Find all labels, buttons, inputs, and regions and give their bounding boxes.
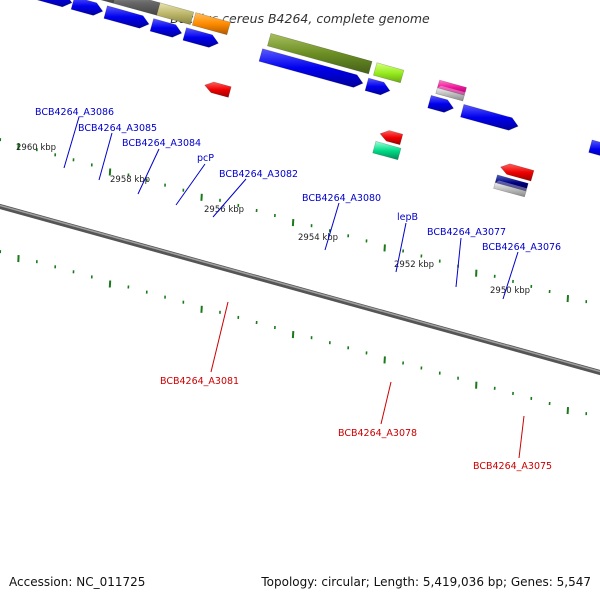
cds-arrow-forward <box>149 18 183 38</box>
label-leader <box>210 301 229 373</box>
cds-arrow-forward <box>36 0 73 8</box>
gene-bar-highlight <box>439 78 471 88</box>
gene-label[interactable]: BCB4264_A3075 <box>473 461 552 472</box>
label-leader <box>212 178 247 218</box>
gene-label[interactable]: BCB4264_A3076 <box>482 242 561 253</box>
cds-arrow-reverse <box>500 163 535 182</box>
label-leader <box>380 381 392 425</box>
gene-bar <box>372 140 402 161</box>
genome-backbone <box>0 203 600 376</box>
label-leader <box>175 163 206 206</box>
cds-arrow-forward <box>103 5 150 29</box>
label-leader <box>455 237 462 288</box>
gene-bar <box>156 2 195 25</box>
gene-bar-highlight <box>495 180 530 192</box>
gene-label[interactable]: BCB4264_A3078 <box>338 428 417 439</box>
label-leader <box>63 116 80 169</box>
label-leader <box>502 251 519 300</box>
scale-label: 2952 kbp <box>394 260 434 270</box>
gene-bar <box>373 62 405 84</box>
cds-arrow-forward <box>258 48 364 88</box>
top-gene-labels: BCB4264_A3086 BCB4264_A3085 BCB4264_A308… <box>35 107 561 300</box>
scale-label: 2950 kbp <box>490 286 530 296</box>
backbone-highlight <box>0 204 600 373</box>
gene-bar <box>493 182 527 198</box>
map-title: Bacillus cereus B4264, complete genome <box>170 11 430 26</box>
gene-label[interactable]: lepB <box>397 212 418 223</box>
gene-label[interactable]: BCB4264_A3077 <box>427 227 506 238</box>
cds-arrow-forward <box>588 139 600 156</box>
label-leader <box>98 132 113 181</box>
gene-bar-highlight <box>160 0 198 13</box>
gene-bar-highlight <box>497 172 532 184</box>
scale-label: 2958 kbp <box>110 175 150 185</box>
cds-arrow-reverse <box>379 130 404 146</box>
gene-label[interactable]: BCB4264_A3082 <box>219 169 298 180</box>
gene-bar <box>435 87 465 102</box>
cds-arrow-reverse <box>204 81 232 98</box>
gene-bar-highlight <box>375 139 405 149</box>
scale-label: 2954 kbp <box>298 233 338 243</box>
gene-label[interactable]: BCB4264_A3081 <box>160 376 239 387</box>
cds-arrow-forward <box>364 77 391 96</box>
gene-bar-highlight <box>376 60 408 71</box>
gene-label[interactable]: BCB4264_A3080 <box>302 193 381 204</box>
cds-arrow-forward <box>460 104 519 131</box>
gene-bar-highlight <box>270 31 376 62</box>
gene-label[interactable]: BCB4264_A3085 <box>78 123 157 134</box>
cds-arrow-forward <box>182 27 219 48</box>
gene-label[interactable]: pcP <box>197 153 214 164</box>
bottom-gene-labels: BCB4264_A3081 BCB4264_A3078 BCB4264_A307… <box>160 301 552 472</box>
label-leader <box>324 202 340 251</box>
scale-ticks <box>0 138 588 416</box>
label-leader <box>395 222 407 273</box>
gene-label[interactable]: BCB4264_A3084 <box>122 138 201 149</box>
gene-bar-highlight <box>149 0 164 3</box>
scale-label: 2960 kbp <box>16 143 56 153</box>
label-leader <box>518 415 525 459</box>
gene-label[interactable]: BCB4264_A3086 <box>35 107 114 118</box>
scale-label: 2956 kbp <box>204 205 244 215</box>
cds-arrow-forward <box>70 0 104 16</box>
gene-bar <box>267 33 373 75</box>
cds-arrow-forward <box>427 95 454 113</box>
gene-bar-highlight <box>195 10 235 23</box>
genome-summary-text: Topology: circular; Length: 5,419,036 bp… <box>260 575 591 589</box>
gene-bar <box>191 12 231 36</box>
label-leader <box>137 148 160 195</box>
gene-features <box>36 0 600 198</box>
accession-text: Accession: NC_011725 <box>9 575 145 589</box>
gene-bar-highlight <box>437 85 469 96</box>
